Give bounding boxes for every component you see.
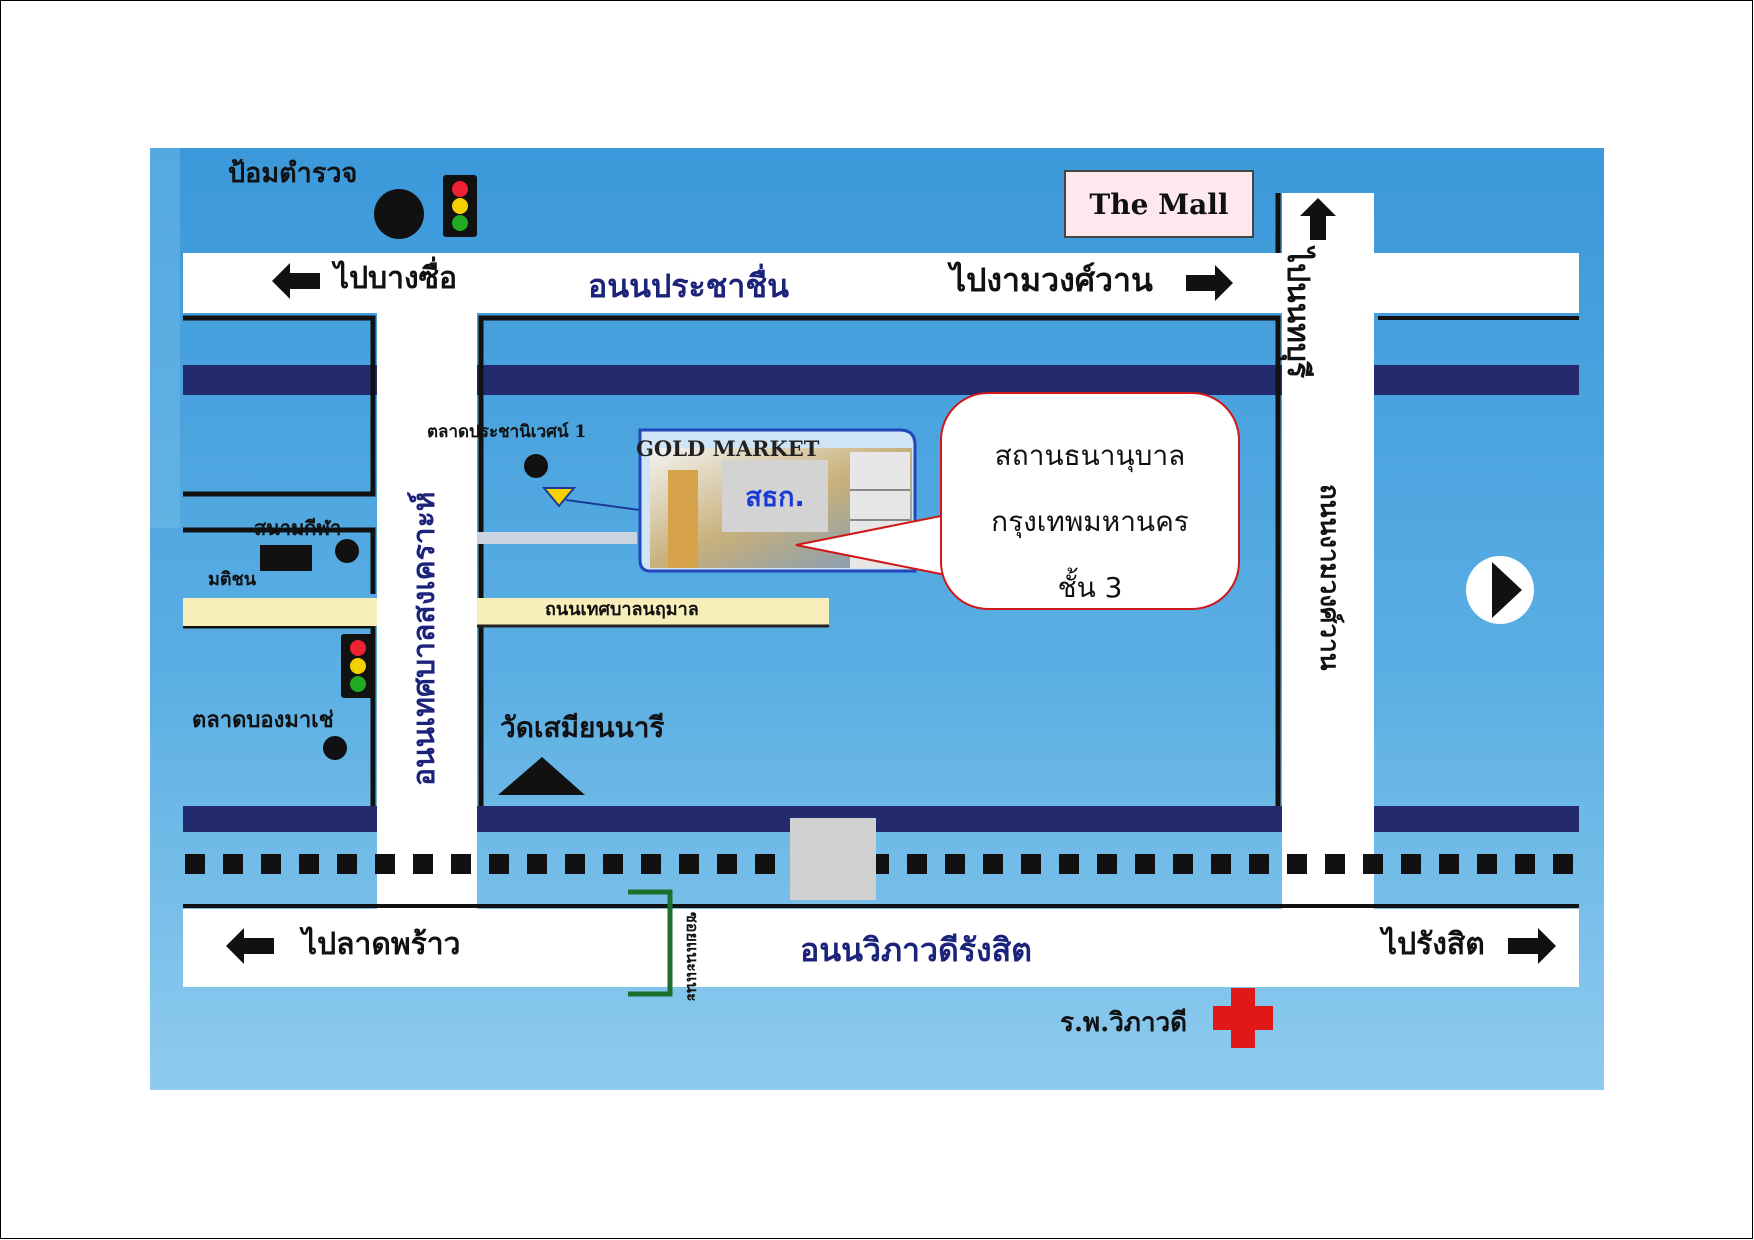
bottom-road [183, 909, 1579, 987]
bong-market-label: ตลาดบองมาเช่ [192, 707, 334, 733]
pin-pointer [565, 499, 641, 511]
dark-band-bottom-left [183, 806, 377, 832]
temple-label: วัดเสมียนนารี [500, 711, 665, 744]
top-road-name: อนนประชาชื่น [588, 267, 789, 305]
inner-road-east [477, 598, 829, 626]
arrow-right-icon [1186, 265, 1233, 301]
block-outline-center [478, 315, 1281, 806]
temple-triangle-icon [498, 757, 585, 795]
sotok-label: สธก. [722, 460, 828, 532]
bubble-line-1: สถานธนานุบาล [994, 439, 1186, 472]
block-outline-left-mid [183, 527, 376, 594]
direction-nonthaburi: ไปนนทบุรี [1280, 248, 1315, 379]
arrow-right-icon [1508, 928, 1556, 964]
arrow-left-icon [272, 263, 320, 299]
market-1-label: ตลาดประชานิเวศน์ 1 [427, 422, 587, 442]
traffic-light-icon [341, 634, 375, 698]
stadium-label: สนามกีฬา [254, 516, 342, 540]
direction-ngam-wong-wan: ไปงามวงศ์วาน [950, 261, 1153, 299]
matichon-marker [260, 545, 312, 571]
direction-lat-phrao: ไปลาดพร้าว [302, 927, 461, 962]
matichon-label: มติชน [208, 569, 257, 590]
dark-band-top-right [1374, 365, 1579, 395]
inner-road [183, 598, 377, 626]
traffic-light-icon [443, 175, 477, 237]
bottom-road-name: อนนวิภาวดีรังสิต [800, 931, 1032, 969]
market-1-marker [524, 454, 548, 478]
compass-icon [1466, 556, 1534, 624]
bubble-line-3: ชั้น 3 [1057, 571, 1123, 604]
right-road-name: ถนนงามวงศ์วาน [1314, 484, 1344, 671]
dark-band-bottom-right [1374, 806, 1579, 832]
gold-market-label: GOLD MARKET [636, 436, 820, 461]
road-verge [150, 148, 180, 528]
dark-band-top-mid [477, 365, 1282, 395]
arrow-left-icon [226, 928, 274, 964]
soi-line [477, 532, 637, 544]
soi-bracket [628, 889, 673, 997]
left-vertical-road [377, 313, 477, 909]
hospital-label: ร.พ.วิภาวดี [1060, 1008, 1188, 1038]
police-box-marker [374, 189, 424, 239]
building-tower [668, 470, 698, 568]
dark-band-bottom-mid [477, 806, 1282, 832]
stadium-marker [335, 539, 359, 563]
dark-band-top-left [183, 365, 377, 395]
hospital-cross-icon [1213, 988, 1273, 1048]
bong-market-marker [323, 736, 347, 760]
block-outline-left-top [183, 315, 376, 497]
direction-bang-sue: ไปบางซื่อ [334, 261, 458, 296]
right-vertical-road [1282, 193, 1374, 909]
bubble-line-2: กรุงเทพมหานคร [991, 505, 1189, 538]
railway-grey-block [790, 818, 876, 900]
left-road-name: อนนเทศบาลสงเคราะห์ [407, 491, 442, 786]
direction-rangsit: ไปรังสิต [1382, 927, 1485, 962]
arrow-up-icon [1300, 198, 1336, 240]
pin-triangle-icon [541, 487, 577, 508]
police-box-label: ป้อมตำรวจ [228, 158, 358, 189]
soi-name: ซอยแนะแนะ [683, 912, 702, 1002]
the-mall-label: The Mall [1064, 170, 1254, 238]
destination-bubble: สถานธนานุบาล กรุงเทพมหานคร ชั้น 3 [940, 392, 1240, 610]
inner-road-name: ถนนเทศบาลนฤมาล [545, 599, 699, 620]
